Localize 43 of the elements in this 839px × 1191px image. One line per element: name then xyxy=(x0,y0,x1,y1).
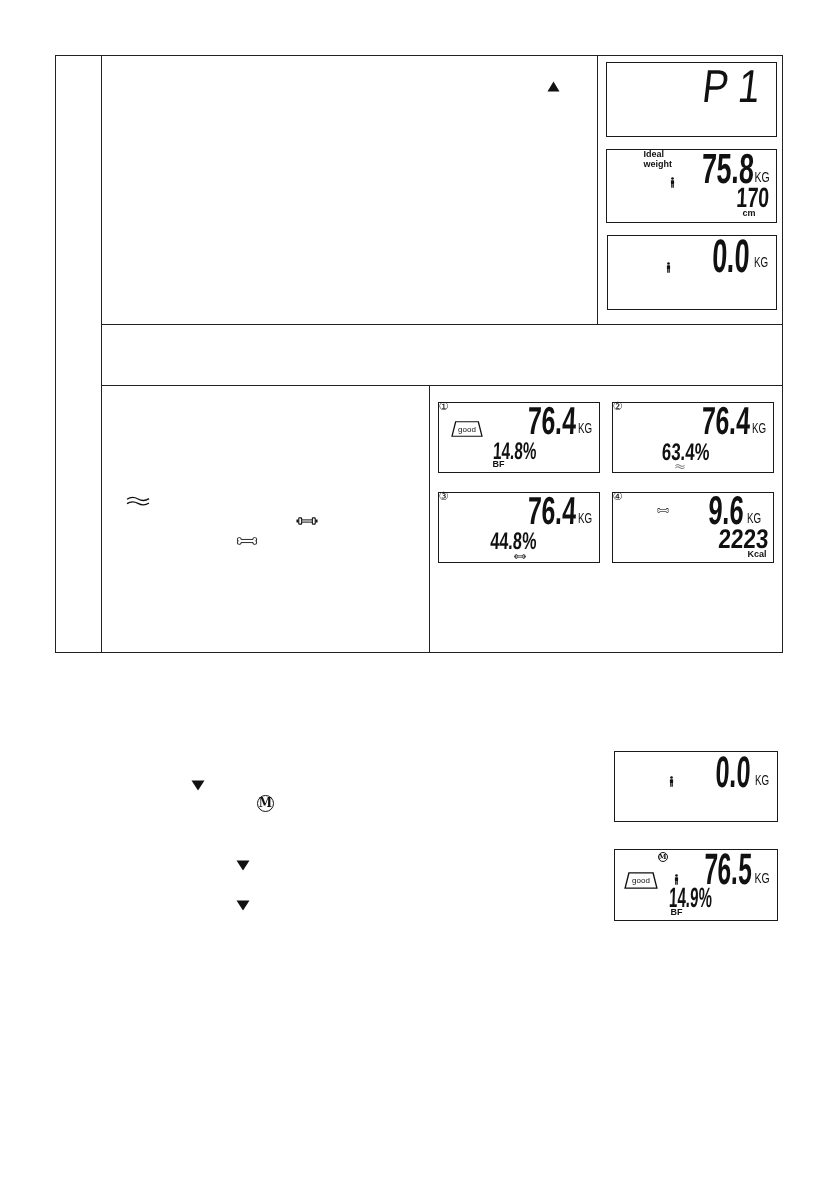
bone-mass-reading: 9.6 xyxy=(707,493,745,526)
lcd-display xyxy=(606,62,777,137)
weight-reading: 76.4 xyxy=(526,494,577,526)
lcd-display xyxy=(614,751,778,822)
weight-reading: 76.5 xyxy=(703,850,753,886)
unit-label: cm xyxy=(742,209,756,219)
weight-reading: 76.4 xyxy=(526,404,577,436)
body-fat-reading: 14.8% xyxy=(493,441,538,461)
body-fat-label: BF xyxy=(670,908,683,918)
calorie-reading: 2223 xyxy=(718,528,770,551)
rating-indicator: good xyxy=(624,872,658,889)
lcd-display xyxy=(606,149,777,223)
program-code: P 1 xyxy=(700,67,763,105)
display-caption: Ideal weight xyxy=(643,150,673,169)
unit-label: KG xyxy=(578,423,593,435)
callout-number: ① xyxy=(438,400,449,412)
body-fat-reading: 14.9% xyxy=(668,886,713,910)
lcd-display xyxy=(614,849,778,921)
unit-label: KG xyxy=(752,423,767,435)
lcd-display xyxy=(438,402,600,473)
height-reading: 170 xyxy=(735,186,770,210)
unit-label: KG xyxy=(747,513,762,525)
lcd-display xyxy=(612,492,774,563)
weight-reading: 75.8 xyxy=(700,151,755,186)
callout-number: ③ xyxy=(438,490,449,502)
unit-label: KG xyxy=(578,513,593,525)
unit-label: KG xyxy=(754,257,769,269)
muscle-reading: 44.8% xyxy=(490,531,538,551)
unit-label: KG xyxy=(755,775,770,787)
weight-reading: 0.0 xyxy=(711,236,751,275)
lcd-display xyxy=(612,402,774,473)
unit-label: KG xyxy=(754,872,770,885)
body-fat-label: BF xyxy=(492,460,505,470)
unit-label: KG xyxy=(754,171,770,184)
weight-reading: 0.0 xyxy=(715,753,752,789)
unit-label: Kcal xyxy=(747,550,767,560)
weight-reading: 76.4 xyxy=(700,404,751,436)
lcd-display xyxy=(607,235,777,310)
water-reading: 63.4% xyxy=(661,442,711,462)
callout-number: ② xyxy=(612,400,623,412)
lcd-display xyxy=(438,492,600,563)
callout-number: ④ xyxy=(612,490,623,502)
rating-indicator: good xyxy=(451,421,483,437)
